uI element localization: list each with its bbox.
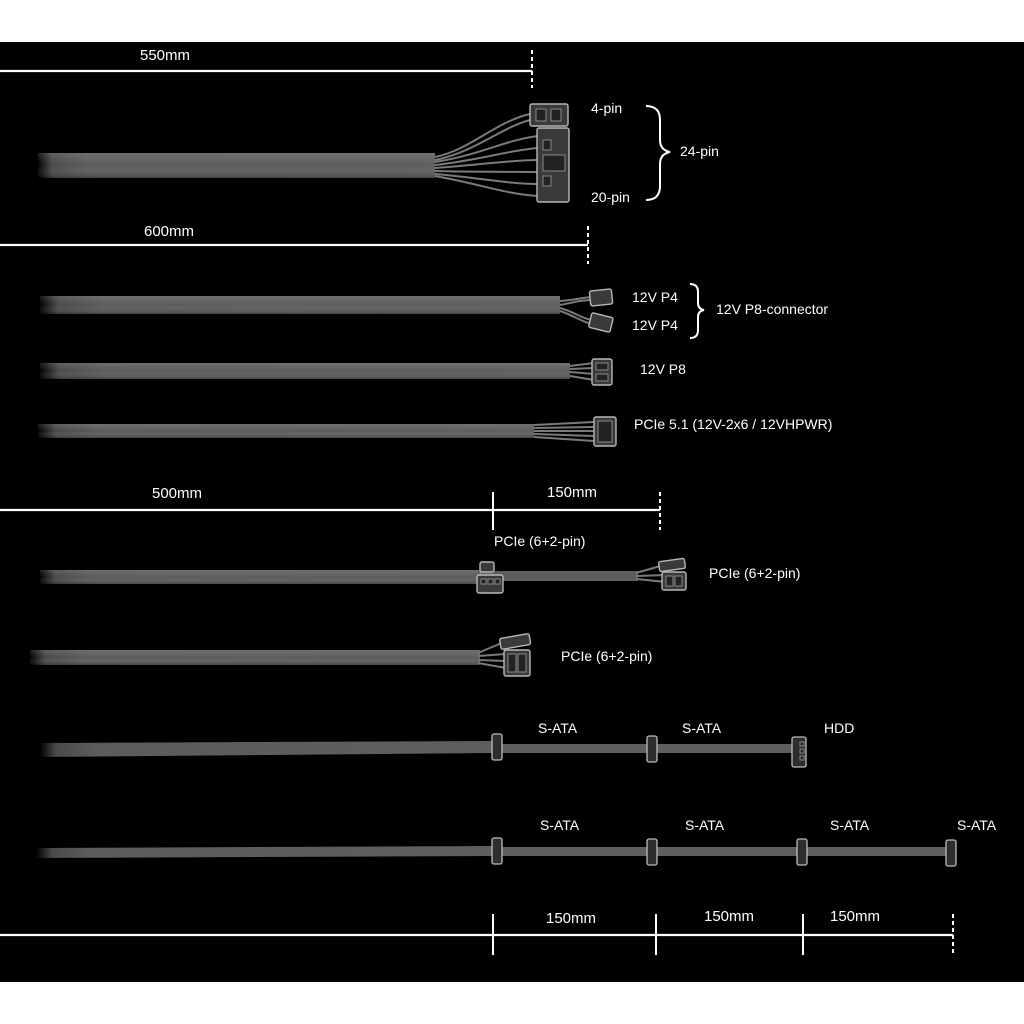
cable-sleeve [36,846,494,858]
cable-segment [493,744,793,753]
cpu-p4-label-upper: 12V P4 [632,289,678,305]
pcie-mid-2pin [479,561,495,573]
sata-connector [796,838,808,866]
pcie-single-cable: PCIe (6+2-pin) [30,633,652,677]
cpu-p4-connector-lower [588,312,614,333]
sata-connector [646,838,658,866]
dimension-pcie: 500mm 150mm [0,484,661,530]
pcie-single-label: PCIe (6+2-pin) [561,648,652,664]
pcie-dual-cable: PCIe (6+2-pin) PCIe (6+2-pin) [40,533,800,594]
cable-diagram-svg: 550mm 4-pin 20-pin 24-pin 600mm [0,47,997,955]
dimension-label: 150mm [546,910,596,927]
atx-20pin-label: 20-pin [591,189,630,205]
sata-label: S-ATA [957,817,997,833]
cable-sleeve [40,741,493,757]
pcie51-cable: PCIe 5.1 (12V-2x6 / 12VHPWR) [38,416,832,447]
dimension-label: 550mm [140,47,190,64]
cpu-p8-connector-label: 12V P8-connector [716,301,828,317]
dimension-label: 150mm [830,908,880,925]
pcie51-label: PCIe 5.1 (12V-2x6 / 12VHPWR) [634,416,832,432]
hdd-label: HDD [824,720,854,736]
cable-segment [494,847,948,856]
pcie-mid-label: PCIe (6+2-pin) [494,533,585,549]
cpu-p4-connector-upper [588,288,614,307]
dimension-label-500: 500mm [152,485,202,502]
cpu-p8-label: 12V P8 [640,361,686,377]
cable-diagram: 550mm 4-pin 20-pin 24-pin 600mm [0,42,1024,982]
cable-segment [478,571,638,581]
dimension-label-150: 150mm [547,484,597,501]
pcie-single-2pin [498,633,532,650]
dimension-550mm: 550mm [0,47,533,88]
sata-label: S-ATA [682,720,722,736]
dimension-sata: 150mm 150mm 150mm [0,908,954,955]
sata-label: S-ATA [830,817,870,833]
sata-connector [646,735,658,763]
sata-connector [491,733,503,761]
sata-label: S-ATA [538,720,578,736]
cpu-brace [689,283,705,339]
cable-wires [434,113,539,197]
dimension-label: 150mm [704,908,754,925]
pcie-end-label: PCIe (6+2-pin) [709,565,800,581]
sata-label: S-ATA [540,817,580,833]
sata-connector [491,837,503,865]
atx-24pin-label: 24-pin [680,143,719,159]
sata-connector [945,839,957,867]
cpu-split-cable: 12V P4 12V P4 12V P8-connector [40,283,828,339]
dimension-label: 600mm [144,223,194,240]
dimension-600mm: 600mm [0,223,589,264]
atx-24pin-cable: 4-pin 20-pin 24-pin [38,100,719,205]
cpu-p4-label-lower: 12V P4 [632,317,678,333]
atx-brace [645,105,671,201]
cpu-p8-cable: 12V P8 [40,358,686,386]
pcie-end-2pin [657,557,687,573]
atx-4pin-label: 4-pin [591,100,622,116]
sata-hdd-cable: S-ATA S-ATA HDD [40,720,854,768]
cable-sheen [38,153,435,178]
sata-label: S-ATA [685,817,725,833]
sata-quad-cable: S-ATA S-ATA S-ATA S-ATA [36,817,997,867]
